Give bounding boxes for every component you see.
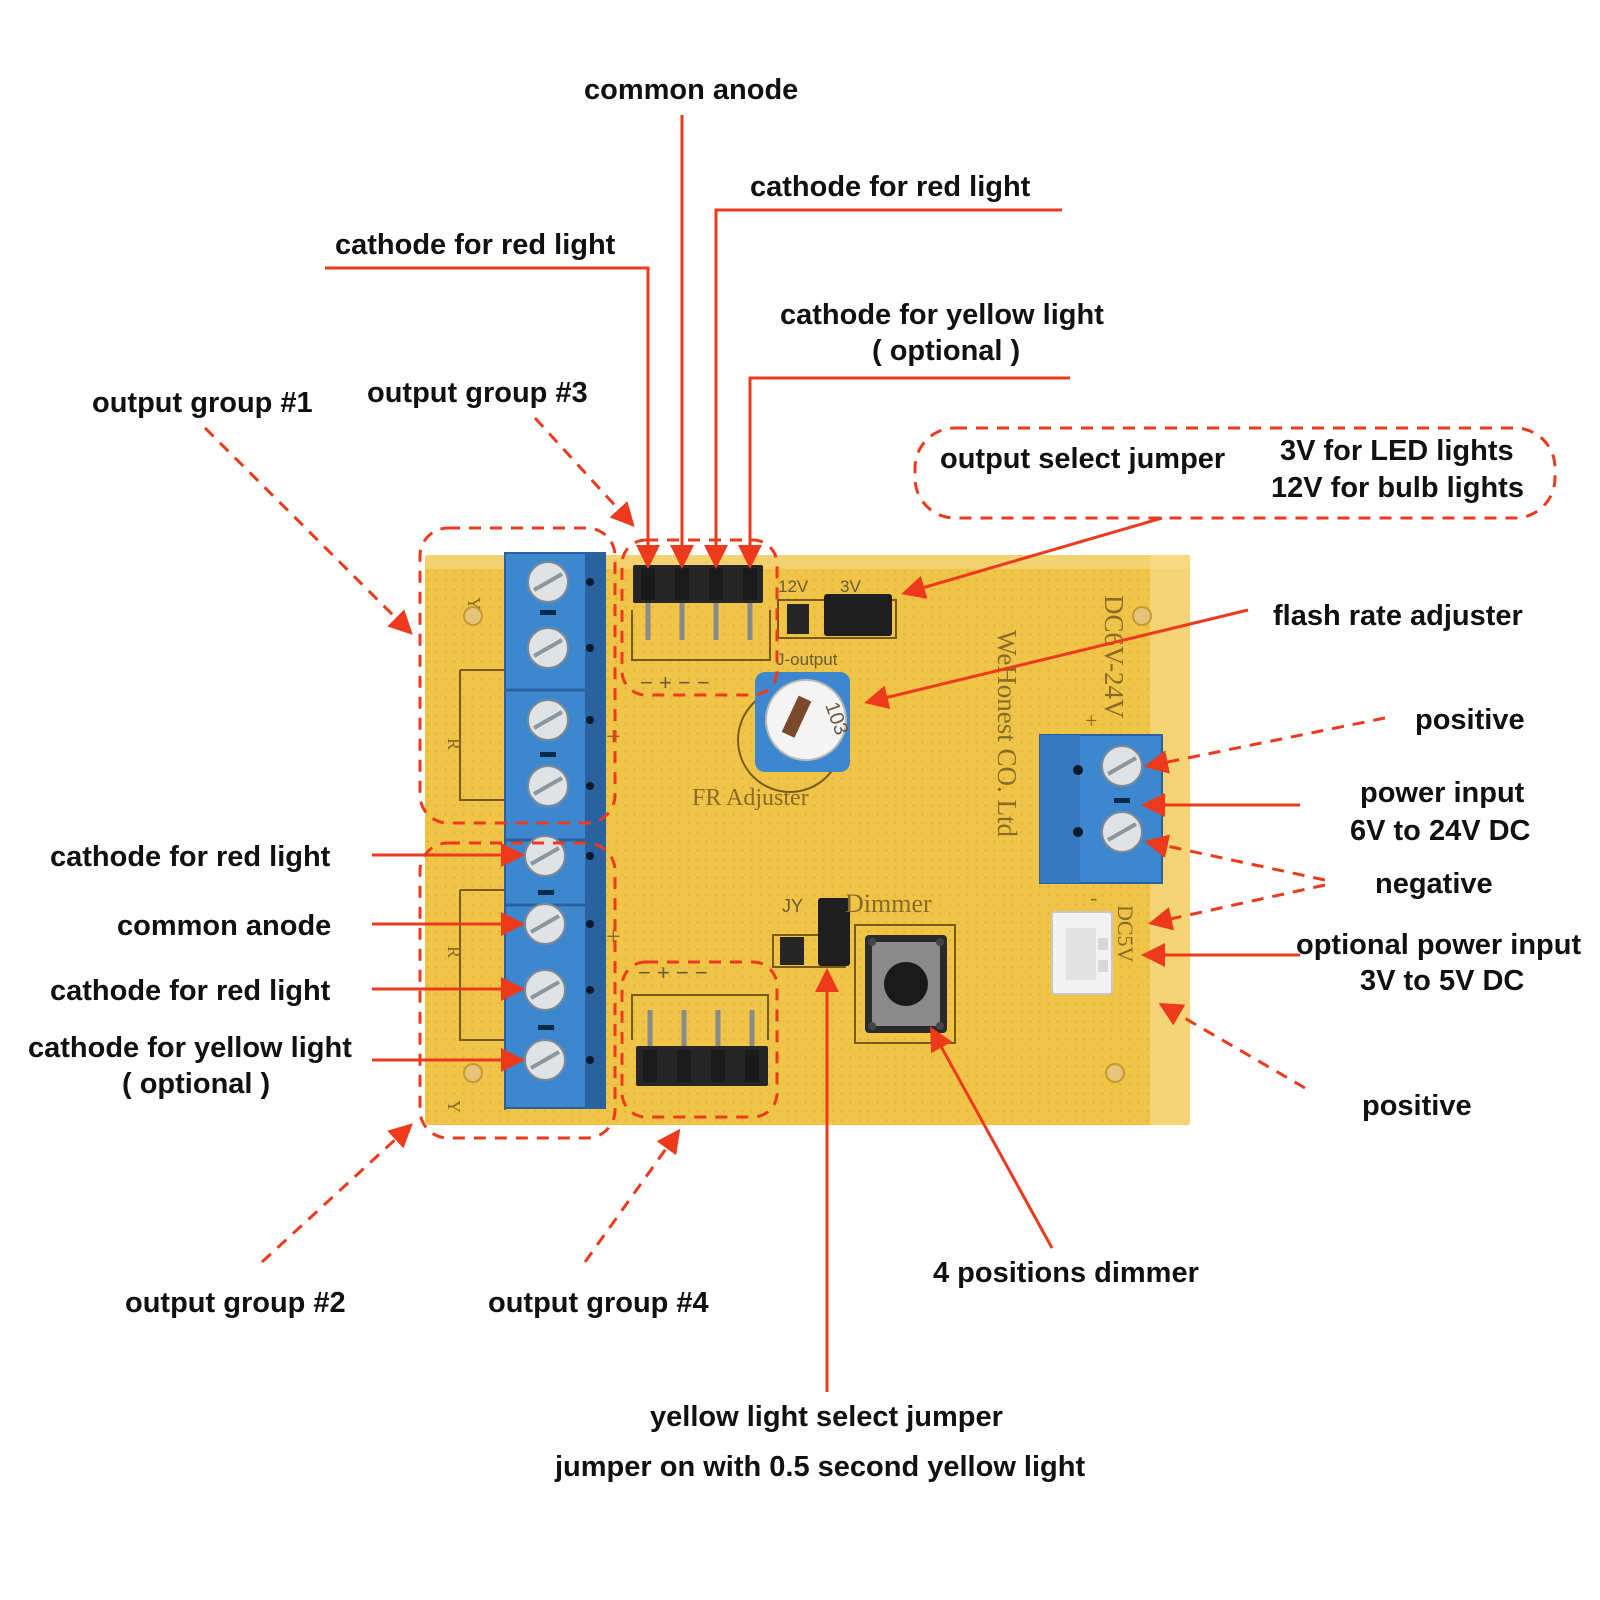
label-cathode-yellow-top-1: cathode for yellow light bbox=[780, 299, 1104, 331]
silk-plus-power: + bbox=[1085, 708, 1097, 733]
mount-hole-tr bbox=[1132, 606, 1152, 626]
power-terminal-block: + - bbox=[1039, 708, 1163, 910]
pin-header-top: − + − − bbox=[631, 565, 771, 695]
label-cathode-yellow-top-2: ( optional ) bbox=[872, 335, 1020, 367]
jst-connector: DC5V bbox=[1051, 905, 1138, 995]
leader-output-group-3 bbox=[533, 416, 635, 527]
label-power-input-1: power input bbox=[1360, 777, 1525, 809]
leader-output-group-1 bbox=[203, 426, 413, 635]
leader-negative-a bbox=[1144, 834, 1326, 882]
leader-cathode-red-top-right bbox=[704, 208, 1062, 569]
silk-r-low: R bbox=[444, 946, 464, 958]
label-output-group-1: output group #1 bbox=[92, 387, 313, 419]
silk-y-bottom: Y bbox=[444, 1100, 464, 1113]
silk-header-bottom-signs: − + − − bbox=[638, 960, 708, 985]
label-positive-bottom: positive bbox=[1362, 1090, 1472, 1122]
push-button bbox=[854, 924, 956, 1044]
label-cathode-yellow-left-2: ( optional ) bbox=[122, 1068, 270, 1100]
leader-cathode-red-top-left bbox=[325, 266, 660, 569]
silk-fr-adjuster: FR Adjuster bbox=[692, 785, 809, 811]
label-power-input-2: 6V to 24V DC bbox=[1350, 815, 1531, 847]
label-output-select-jumper: output select jumper bbox=[940, 443, 1225, 475]
label-output-group-3: output group #3 bbox=[367, 377, 588, 409]
jy-jumper: JY Dimmer bbox=[772, 889, 932, 968]
label-common-anode-left: common anode bbox=[117, 910, 331, 942]
output-jumper: 12V 3V J-output bbox=[776, 577, 897, 669]
silk-y-top: Y bbox=[464, 597, 484, 610]
label-negative: negative bbox=[1375, 868, 1493, 900]
label-jumper-3v: 3V for LED lights bbox=[1280, 435, 1514, 467]
mount-hole-tl bbox=[463, 606, 483, 626]
label-cathode-red-top-right: cathode for red light bbox=[750, 171, 1031, 203]
pin-header-bottom: − + − − bbox=[631, 960, 769, 1086]
label-optional-power-2: 3V to 5V DC bbox=[1360, 965, 1524, 997]
label-cathode-red-left-1: cathode for red light bbox=[50, 841, 331, 873]
label-optional-power-1: optional power input bbox=[1296, 929, 1581, 961]
leader-output-select bbox=[901, 516, 1163, 599]
leader-dimmer bbox=[930, 1026, 1054, 1249]
leader-output-group-2 bbox=[260, 1123, 413, 1264]
label-cathode-yellow-left-1: cathode for yellow light bbox=[28, 1032, 352, 1064]
label-yellow-select-1: yellow light select jumper bbox=[650, 1401, 1003, 1433]
leader-cathode-yellow-top bbox=[738, 376, 1070, 569]
silk-jy: JY bbox=[782, 896, 803, 916]
label-output-group-2: output group #2 bbox=[125, 1287, 346, 1319]
mount-hole-br bbox=[1105, 1063, 1125, 1083]
group-outline-1 bbox=[418, 526, 617, 825]
silk-r-mid: R bbox=[444, 738, 464, 750]
label-positive-top: positive bbox=[1415, 704, 1525, 736]
label-output-group-4: output group #4 bbox=[488, 1287, 709, 1319]
leader-flash-rate bbox=[864, 608, 1249, 709]
silk-voltage: DC6V-24V bbox=[1099, 595, 1129, 719]
leader-negative-b bbox=[1148, 883, 1326, 931]
label-dimmer: 4 positions dimmer bbox=[933, 1257, 1199, 1289]
potentiometer: 103 FR Adjuster bbox=[692, 672, 852, 811]
label-jumper-12v: 12V for bulb lights bbox=[1271, 472, 1524, 504]
silk-header-top-signs: − + − − bbox=[640, 670, 710, 695]
silk-j-output: J-output bbox=[776, 650, 838, 669]
label-flash-rate: flash rate adjuster bbox=[1273, 600, 1523, 632]
pcb-board: Y R R Y + + bbox=[425, 552, 1190, 1125]
leader-output-group-4 bbox=[583, 1128, 681, 1263]
label-cathode-red-left-2: cathode for red light bbox=[50, 975, 331, 1007]
silk-minus-power: - bbox=[1090, 885, 1097, 910]
silk-3v: 3V bbox=[840, 577, 861, 596]
terminal-block-left bbox=[504, 552, 606, 1109]
silk-dc5v: DC5V bbox=[1113, 905, 1138, 963]
label-yellow-select-2: jumper on with 0.5 second yellow light bbox=[554, 1451, 1085, 1483]
group-outline-3 bbox=[620, 538, 779, 697]
leader-positive-bottom bbox=[1158, 1002, 1306, 1090]
group-outline-4 bbox=[620, 960, 779, 1119]
mount-hole-bl bbox=[463, 1063, 483, 1083]
label-cathode-red-top-left: cathode for red light bbox=[335, 229, 616, 261]
silk-brand: WeHonest CO. Ltd bbox=[992, 630, 1022, 838]
silk-dimmer: Dimmer bbox=[845, 889, 932, 918]
silk-12v: 12V bbox=[778, 577, 809, 596]
jumper-callout-box bbox=[913, 426, 1557, 520]
silk-plus-bottom: + bbox=[606, 922, 621, 951]
label-common-anode-top: common anode bbox=[584, 74, 798, 106]
silk-plus-top: + bbox=[606, 722, 621, 751]
